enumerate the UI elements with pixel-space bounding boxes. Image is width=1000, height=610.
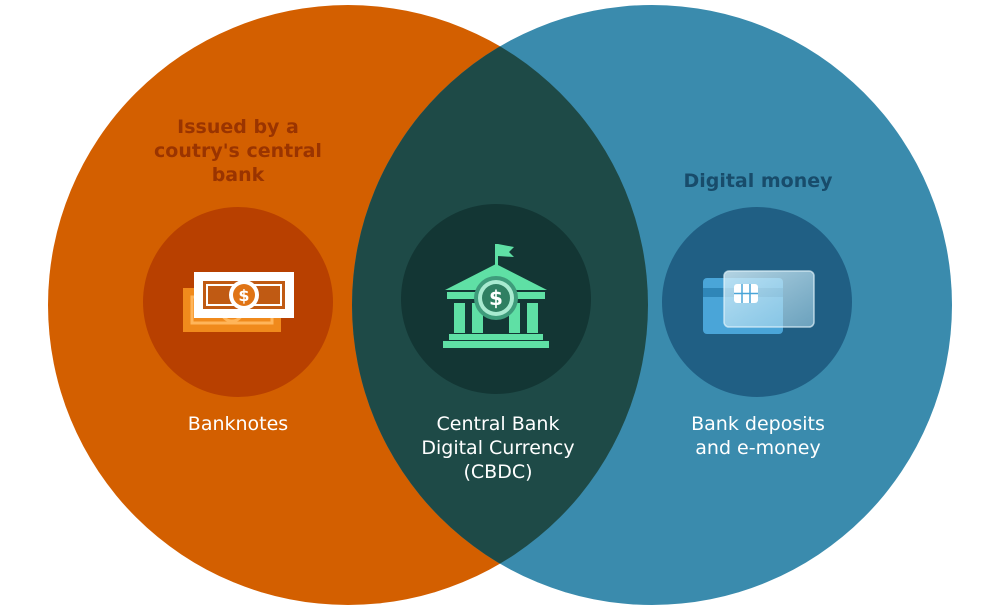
bank-card-icon — [703, 270, 815, 334]
banknotes-label: Banknotes — [187, 413, 289, 435]
bank-deposits-label: Bank deposits and e-money — [691, 413, 825, 459]
central-bank-icon: $ — [443, 244, 549, 348]
banknotes-icon: $ — [183, 272, 294, 332]
cbdc-overlap-region — [352, 5, 648, 605]
svg-text:$: $ — [238, 286, 249, 305]
issued-by-central-bank-heading: Issued by a coutry's central bank — [154, 116, 322, 186]
svg-text:$: $ — [489, 286, 503, 310]
digital-money-heading: Digital money — [683, 170, 833, 192]
cbdc-label: Central Bank Digital Currency (CBDC) — [421, 413, 575, 483]
